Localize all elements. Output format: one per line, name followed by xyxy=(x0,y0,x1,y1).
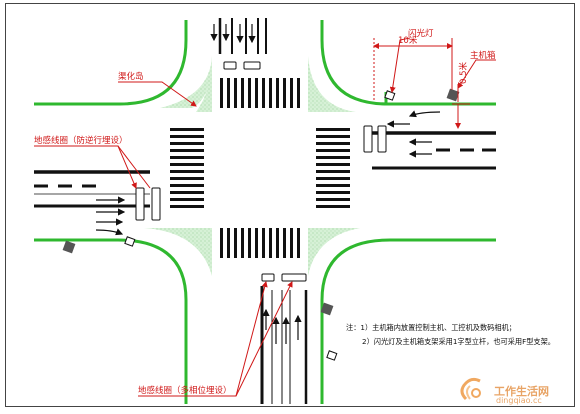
host-box-icon xyxy=(446,88,460,102)
watermark-site: dingqiao.cc xyxy=(496,396,542,405)
loop-bottom-1 xyxy=(261,273,275,282)
curb-bottom-left xyxy=(34,238,188,404)
loop-left-1 xyxy=(135,187,145,221)
loop-top-1 xyxy=(223,61,237,70)
equipment xyxy=(62,88,460,361)
loop-top-2 xyxy=(243,61,261,70)
host-box-icon-se xyxy=(320,302,334,316)
diagram-frame xyxy=(5,3,575,407)
island-top-right xyxy=(308,56,356,112)
label-dim-10m: 10米 xyxy=(398,35,418,46)
zebra-top xyxy=(220,78,300,108)
loop-right-1 xyxy=(363,125,373,153)
dimension-lines xyxy=(373,38,470,129)
loop-bottom-2 xyxy=(281,273,307,282)
label-host-box: 主机箱 xyxy=(470,50,496,61)
label-loop-bottom: 地感线圈（多相位埋设） xyxy=(138,385,232,396)
island-bottom-right xyxy=(308,228,360,276)
watermark-logo-svg xyxy=(460,377,481,401)
label-flash-lamp: 闪光灯 xyxy=(408,28,434,39)
island-top-left xyxy=(160,56,212,108)
zebra-left xyxy=(170,128,204,208)
note-line-1: 注：1）主机箱内放置控制主机、工控机及数码相机； xyxy=(346,323,516,332)
island-top-left-b xyxy=(196,56,212,112)
host-box-icon-sw xyxy=(62,240,76,254)
watermark-logo-icon xyxy=(456,377,496,405)
label-dim-05m: 0.5米 xyxy=(458,61,469,84)
watermark-brand: 工作生活网 xyxy=(494,385,549,398)
leader-lines xyxy=(34,37,496,397)
curb-bottom-right xyxy=(320,238,496,404)
direction-arrows xyxy=(95,24,441,344)
zebra-bottom xyxy=(220,228,300,258)
loop-detectors xyxy=(135,61,387,282)
flash-lamp-icon-se xyxy=(326,350,338,361)
road-curbs xyxy=(34,20,496,404)
loop-left-2 xyxy=(151,187,161,221)
curb-top-left xyxy=(34,20,188,106)
label-loop-left: 地感线圈（防逆行埋设） xyxy=(34,135,128,146)
label-island: 渠化岛 xyxy=(118,71,144,82)
loop-right-2 xyxy=(377,125,387,153)
channelization-islands xyxy=(144,56,360,276)
labels: 渠化岛 地感线圈（防逆行埋设） 地感线圈（多相位埋设） 闪光灯 主机箱 10米 … xyxy=(34,28,496,396)
note-line-2: 2）闪光灯及主机箱支架采用1字型立杆，也可采用F型支架。 xyxy=(362,337,555,346)
curb-top-right xyxy=(320,20,496,106)
island-bottom-left xyxy=(144,228,212,276)
lane-markings xyxy=(34,18,496,404)
flash-lamp-icon-sw xyxy=(124,236,136,247)
zebra-right xyxy=(316,128,350,208)
